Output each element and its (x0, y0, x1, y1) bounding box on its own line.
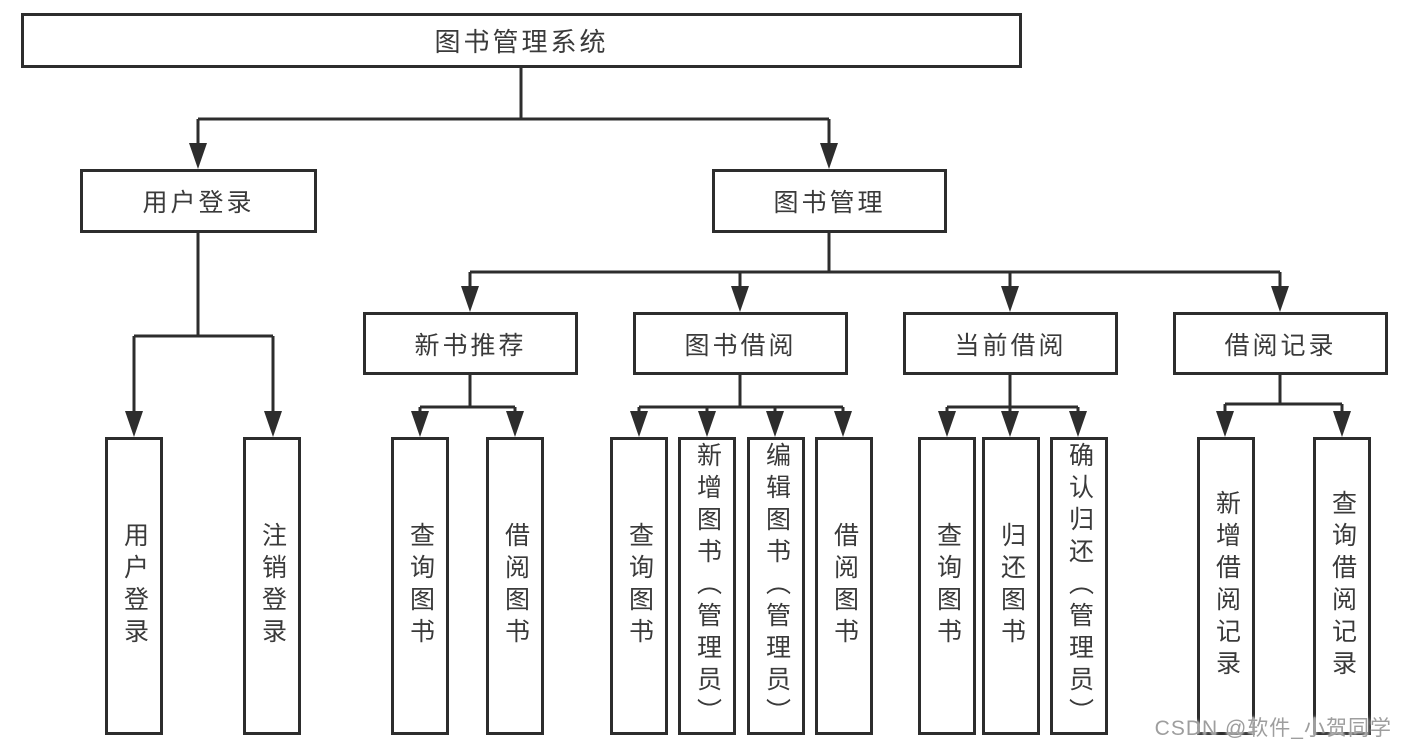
node-leaf-confirm-return-admin: 确认归还（管理员） (1050, 437, 1108, 735)
node-label: 编辑图书（管理员） (762, 442, 791, 730)
node-leaf-user-login: 用户登录 (105, 437, 163, 735)
node-leaf-query-books-borrow: 查询图书 (610, 437, 668, 735)
node-new-book-recommend: 新书推荐 (363, 312, 578, 375)
node-leaf-logout: 注销登录 (243, 437, 301, 735)
node-label: 用户登录 (120, 522, 149, 650)
node-label: 借阅图书 (830, 522, 859, 650)
node-leaf-add-books-admin: 新增图书（管理员） (678, 437, 736, 735)
node-label: 用户登录 (142, 189, 255, 217)
node-label: 借阅图书 (501, 522, 530, 650)
node-label: 图书管理系统 (434, 27, 609, 57)
node-label: 查询图书 (625, 522, 654, 650)
node-label: 当前借阅 (954, 331, 1067, 360)
node-label: 查询图书 (933, 522, 962, 650)
node-leaf-query-borrow-record: 查询借阅记录 (1313, 437, 1371, 735)
node-label: 图书借阅 (684, 331, 797, 360)
node-leaf-query-books-recommend: 查询图书 (391, 437, 449, 735)
node-user-login: 用户登录 (80, 169, 317, 233)
node-borrow-records: 借阅记录 (1173, 312, 1388, 375)
node-leaf-borrow-books-recommend: 借阅图书 (486, 437, 544, 735)
node-leaf-borrow-books: 借阅图书 (815, 437, 873, 735)
node-leaf-query-books-current: 查询图书 (918, 437, 976, 735)
node-leaf-add-borrow-record: 新增借阅记录 (1197, 437, 1255, 735)
node-label: 归还图书 (997, 522, 1026, 650)
node-label: 新书推荐 (414, 331, 527, 360)
node-leaf-edit-books-admin: 编辑图书（管理员） (747, 437, 805, 735)
node-book-management: 图书管理 (712, 169, 947, 233)
node-label: 图书管理 (773, 189, 886, 217)
node-library-management-system: 图书管理系统 (21, 13, 1022, 68)
node-label: 新增图书（管理员） (693, 442, 722, 730)
node-current-borrow: 当前借阅 (903, 312, 1118, 375)
node-label: 借阅记录 (1224, 331, 1337, 360)
node-label: 确认归还（管理员） (1065, 442, 1094, 730)
node-label: 注销登录 (258, 522, 287, 650)
node-label: 查询借阅记录 (1328, 490, 1357, 682)
node-label: 新增借阅记录 (1212, 490, 1241, 682)
csdn-watermark: CSDN @软件_小贺同学 (1154, 717, 1392, 740)
node-leaf-return-books: 归还图书 (982, 437, 1040, 735)
node-book-borrow: 图书借阅 (633, 312, 848, 375)
node-label: 查询图书 (406, 522, 435, 650)
